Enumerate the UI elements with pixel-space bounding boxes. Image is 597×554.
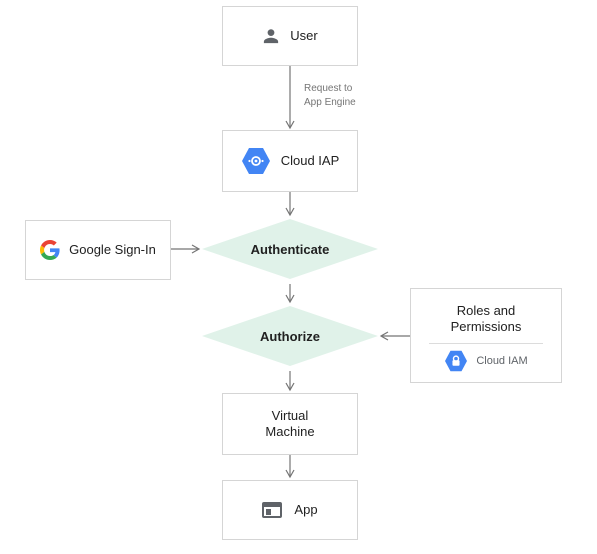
roles-title-line1: Roles and [456,303,516,318]
authenticate-node[interactable]: Authenticate [202,219,378,279]
google-g-logo-icon [40,240,60,260]
app-window-icon [262,502,283,518]
cloud-iap-hexagon-icon [241,147,271,175]
authorize-diamond [202,306,378,366]
vm-label-line1: Virtual [271,408,309,423]
virtual-machine-node[interactable]: Virtual Machine [222,393,358,455]
authorize-label: Authorize [260,328,320,344]
roles-title-line2: Permissions [450,319,522,334]
google-signin-label: Google Sign-In [69,242,156,257]
authenticate-diamond [202,219,378,279]
vm-label: Virtual Machine [265,408,314,440]
cloud-iap-node[interactable]: Cloud IAP [222,130,358,192]
authorize-node[interactable]: Authorize [202,306,378,366]
roles-permissions-node[interactable]: Roles and Permissions Cloud IAM [410,288,562,383]
cloud-iam-hexagon-icon [444,350,468,372]
roles-title: Roles and Permissions [411,303,561,335]
vm-label-line2: Machine [265,424,315,439]
person-icon [262,27,280,45]
edge-label-line1: Request to [304,83,353,94]
app-label: App [294,502,318,517]
edge-label-line2: App Engine [304,97,356,108]
edge-label-request: Request to App Engine [304,82,356,110]
cloud-iam-label: Cloud IAM [476,355,528,367]
google-signin-node[interactable]: Google Sign-In [25,220,171,280]
roles-divider [429,343,543,344]
cloud-iap-label: Cloud IAP [280,153,340,168]
user-node[interactable]: User [222,6,358,66]
authenticate-label: Authenticate [250,241,330,257]
user-label: User [290,28,318,43]
cloud-iam-row: Cloud IAM [411,350,561,372]
app-node[interactable]: App [222,480,358,540]
